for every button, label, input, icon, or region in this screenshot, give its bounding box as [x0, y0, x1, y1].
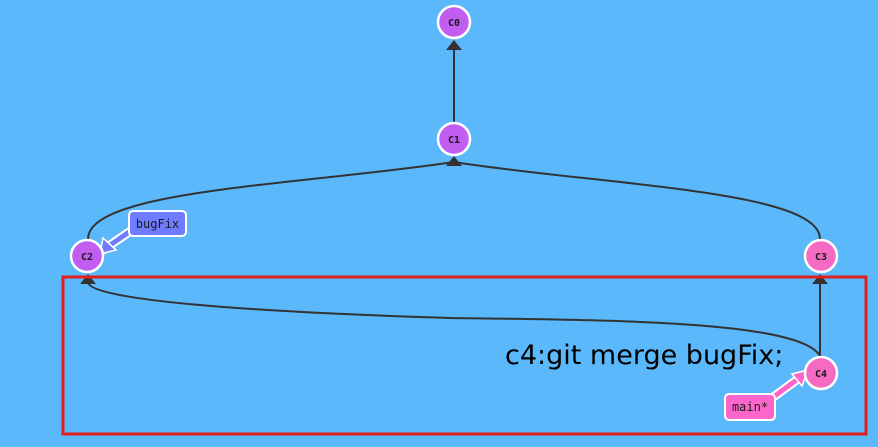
commit-c3[interactable]: C3 — [803, 238, 839, 274]
commit-c2-label: C2 — [81, 252, 93, 263]
edge-c2-c1 — [87, 161, 455, 240]
branch-main[interactable]: main* — [724, 368, 810, 421]
commit-c0-circle — [436, 4, 472, 40]
arrow-c0 — [446, 40, 462, 50]
edge-c3-c1 — [453, 161, 821, 240]
commit-c1-label: C1 — [448, 135, 460, 146]
commit-c3-circle — [803, 238, 839, 274]
commit-c4-label: C4 — [815, 369, 827, 380]
annotation-text: c4:git merge bugFix; — [505, 340, 783, 371]
branch-label-main: main* — [732, 400, 768, 414]
arrow-c3 — [812, 274, 828, 284]
commit-c4[interactable]: C4 — [803, 355, 839, 391]
highlight-box — [61, 275, 868, 436]
arrow-c2 — [80, 274, 96, 284]
arrow-c1 — [446, 156, 462, 166]
commit-c0[interactable]: C0 — [436, 4, 472, 40]
commit-c1-circle — [436, 121, 472, 157]
commit-c4-circle — [803, 355, 839, 391]
commit-c3-label: C3 — [815, 252, 827, 263]
branch-label-box-main — [724, 393, 776, 421]
commit-c2-circle — [69, 238, 105, 274]
commit-c0-label: C0 — [448, 18, 460, 29]
commit-c1[interactable]: C1 — [436, 121, 472, 157]
branch-bugfix[interactable]: bugFix — [98, 210, 187, 256]
edge-c4-c2 — [87, 281, 821, 357]
edges — [80, 40, 828, 357]
branch-label-box-bugfix — [128, 210, 187, 237]
commit-c2[interactable]: C2 — [69, 238, 105, 274]
branch-pointer-bugfix-head — [99, 236, 118, 256]
branch-label-bugfix: bugFix — [136, 217, 179, 231]
